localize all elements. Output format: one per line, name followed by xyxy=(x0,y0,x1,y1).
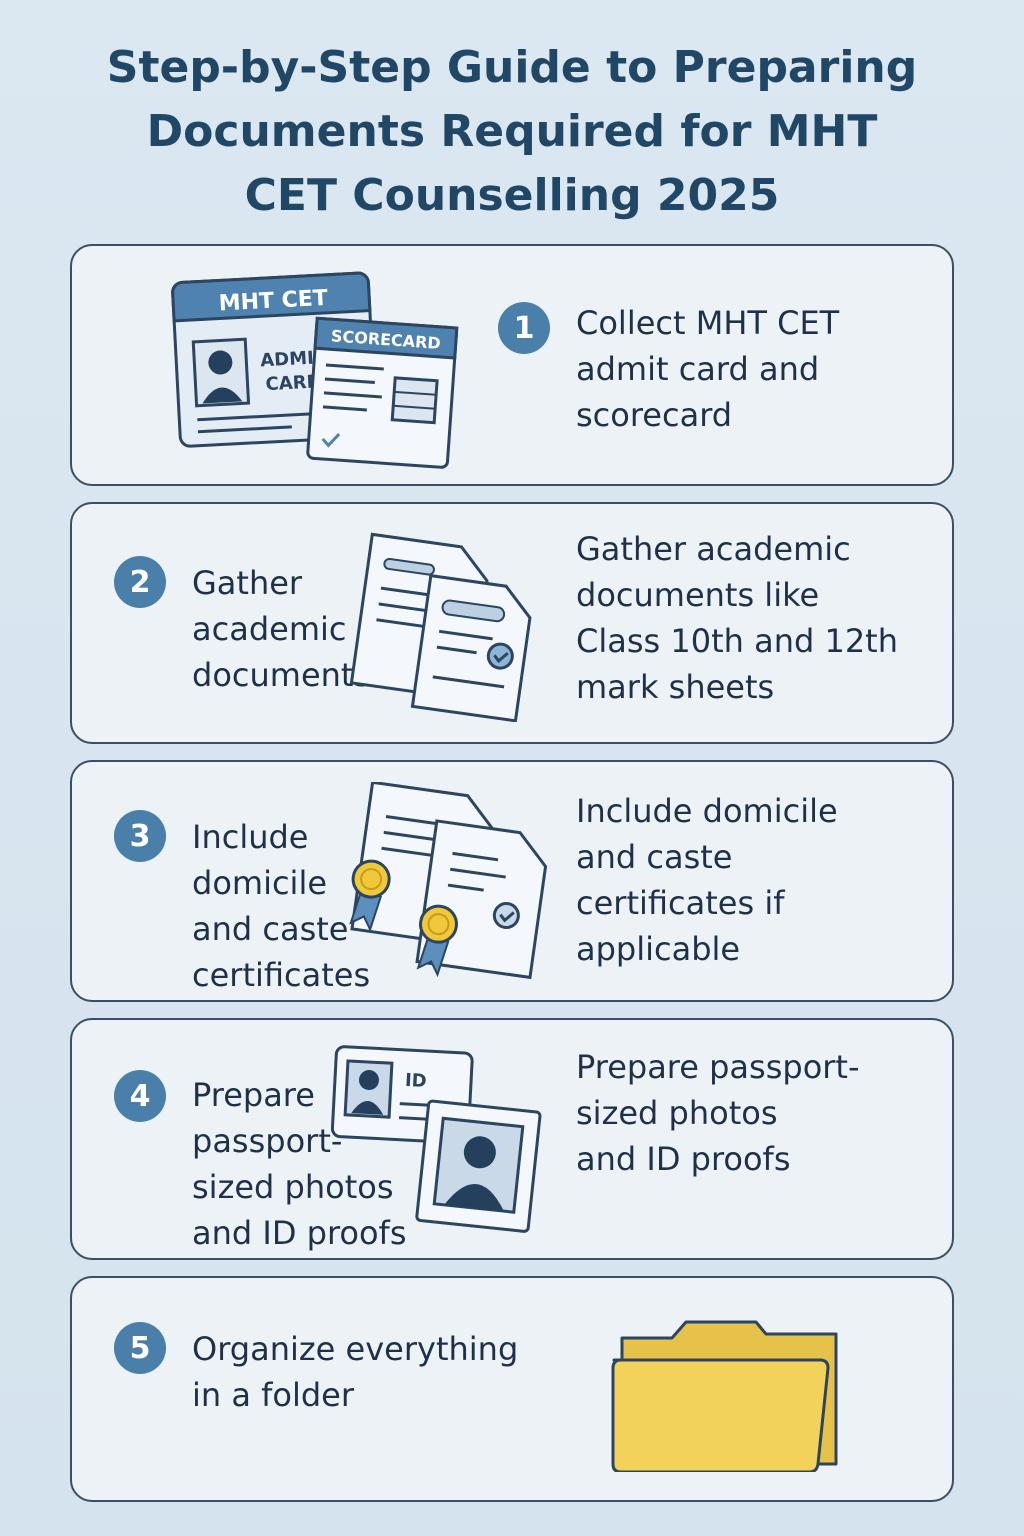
step-card-1: MHT CET ADMIT CARD SCORECARD 1 Collect M… xyxy=(70,244,954,486)
admit-card-header: MHT CET xyxy=(218,286,328,317)
step-card-2: 2 Gather academic documents Gather acade… xyxy=(70,502,954,744)
text-line: Gather academic xyxy=(576,530,851,568)
text-line: Include domicile xyxy=(576,792,838,830)
step-description: Include domicile and caste certificates … xyxy=(576,788,838,972)
step-title: Organize everything in a folder xyxy=(192,1326,518,1418)
text-line: certificates if xyxy=(576,884,785,922)
admit-card-scorecard-icon: MHT CET ADMIT CARD SCORECARD xyxy=(171,271,459,469)
text-line: Class 10th and 12th xyxy=(576,622,898,660)
text-line: Prepare passport- xyxy=(576,1048,860,1086)
text-line: and caste xyxy=(576,838,733,876)
certificates-icon xyxy=(349,782,548,980)
title-line: Documents Required for MHT xyxy=(146,106,878,157)
title-line: CET Counselling 2025 xyxy=(244,170,780,221)
step-title: Include domicile and caste certificates xyxy=(192,814,370,998)
text-line: passport- xyxy=(192,1122,343,1160)
text-line: Prepare xyxy=(192,1076,315,1114)
text-line: mark sheets xyxy=(576,668,775,706)
step-title: Gather academic documents xyxy=(192,560,370,698)
text-line: academic xyxy=(192,610,347,648)
text-line: sized photos xyxy=(192,1168,394,1206)
step-number-badge: 3 xyxy=(114,810,166,862)
step-card-4: 4 Prepare passport- sized photos and ID … xyxy=(70,1018,954,1260)
step-description: Gather academic documents like Class 10t… xyxy=(576,526,898,710)
text-line: Organize everything xyxy=(192,1330,519,1368)
card-label: CARD xyxy=(265,371,322,395)
academic-documents-icon xyxy=(349,532,532,722)
text-line: domicile xyxy=(192,864,328,902)
step-card-5: 5 Organize everything in a folder xyxy=(70,1276,954,1502)
step-number-badge: 1 xyxy=(498,302,550,354)
text-line: Collect MHT CET xyxy=(576,304,840,342)
text-line: sized photos xyxy=(576,1094,778,1132)
text-line: and ID proofs xyxy=(576,1140,791,1178)
text-line: scorecard xyxy=(576,396,733,434)
text-line: Include xyxy=(192,818,309,856)
text-line: and ID proofs xyxy=(192,1214,407,1252)
text-line: applicable xyxy=(576,930,741,968)
text-line: Gather xyxy=(192,564,303,602)
step-description: Prepare passport- sized photos and ID pr… xyxy=(576,1044,860,1182)
step-number-badge: 5 xyxy=(114,1322,166,1374)
page-title: Step-by-Step Guide to Preparing Document… xyxy=(60,36,964,228)
folder-icon xyxy=(611,1320,838,1472)
step-number-badge: 4 xyxy=(114,1070,166,1122)
id-label: ID xyxy=(404,1070,427,1092)
text-line: documents like xyxy=(576,576,820,614)
step-title: Prepare passport- sized photos and ID pr… xyxy=(192,1072,406,1256)
id-photo-icon: ID xyxy=(330,1045,542,1233)
step-description: Collect MHT CET admit card and scorecard xyxy=(576,300,839,438)
text-line: and caste xyxy=(192,910,349,948)
text-line: admit card and xyxy=(576,350,820,388)
title-line: Step-by-Step Guide to Preparing xyxy=(106,42,918,93)
step-card-3: 3 Include domicile and caste certificate… xyxy=(70,760,954,1002)
text-line: in a folder xyxy=(192,1376,355,1414)
text-line: documents xyxy=(192,656,371,694)
step-number-badge: 2 xyxy=(114,556,166,608)
text-line: certificates xyxy=(192,956,371,994)
